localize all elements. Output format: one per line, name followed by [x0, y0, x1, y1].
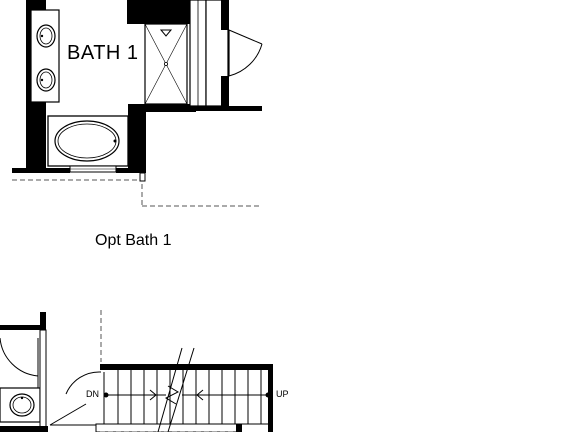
door-jamb-wall	[221, 76, 229, 106]
room-wall	[0, 426, 48, 432]
stair-up-label: UP	[276, 389, 289, 399]
sink-icon	[36, 24, 56, 48]
tub-right-wall	[128, 108, 146, 173]
stair-treads	[117, 370, 262, 424]
door-jamb-wall	[221, 0, 229, 30]
door-swing-icon	[228, 29, 263, 77]
bath-plan	[12, 0, 263, 207]
sink-icon	[36, 68, 56, 92]
door-swing-icon	[49, 371, 102, 426]
stair-plan	[0, 310, 273, 432]
room-label: BATH 1	[67, 42, 139, 64]
shower-icon	[144, 23, 188, 105]
stair-end-wall	[268, 364, 273, 432]
plan-caption: Opt Bath 1	[95, 232, 172, 249]
stair-down-label: DN	[86, 389, 99, 399]
stair-start-icon	[265, 392, 271, 398]
bathtub-icon	[47, 115, 129, 167]
stair-top-wall	[100, 364, 272, 370]
room-wall	[0, 325, 46, 330]
hall-wall	[190, 106, 262, 111]
bath-bottom-wall	[12, 168, 70, 173]
door-swing-icon	[0, 337, 39, 388]
sink-icon	[9, 393, 35, 417]
break-line	[157, 347, 195, 432]
dashed-outline	[12, 176, 262, 207]
header-wall	[127, 0, 193, 24]
stair-direction-line	[108, 389, 268, 401]
room-wall	[39, 329, 47, 432]
stair-start-icon	[103, 392, 109, 398]
room-wall	[40, 312, 46, 332]
shower-ledge-wall	[128, 104, 196, 112]
